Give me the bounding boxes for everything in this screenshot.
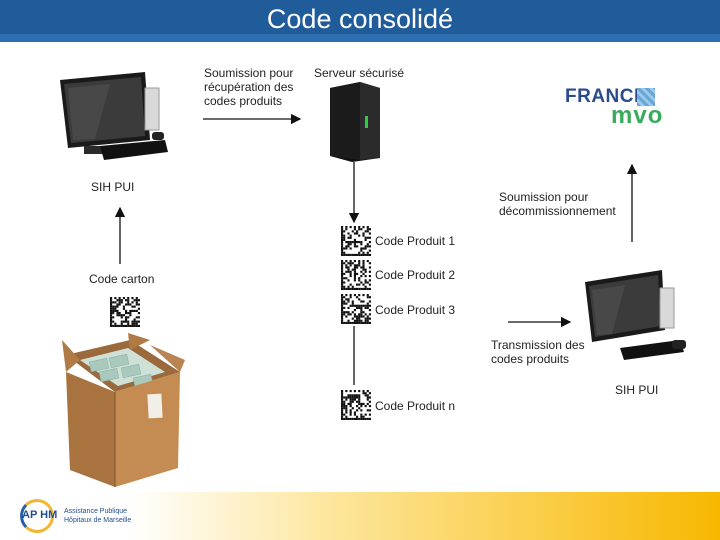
header-accent-bar	[0, 34, 720, 42]
label-sih-pui-top: SIH PUI	[91, 180, 135, 194]
france-mvo-flag-icon	[637, 88, 655, 106]
label-sih-pui-bottom: SIH PUI	[615, 383, 659, 397]
datamatrix-code-3-icon	[341, 294, 371, 324]
aphm-line1: Assistance Publique	[64, 508, 128, 515]
france-mvo-line2: mvo	[611, 102, 664, 129]
slide-title: Code consolidé	[266, 4, 454, 34]
label-code-produit-2: Code Produit 2	[375, 268, 456, 282]
label-code-carton: Code carton	[89, 272, 155, 286]
label-transmission: Transmission des codes produits	[491, 338, 585, 366]
datamatrix-code-2-icon	[341, 260, 371, 290]
label-submission-decommission: Soumission pour décommissionnement	[499, 190, 616, 218]
label-submission-retrieval: Soumission pour récupération des codes p…	[204, 66, 294, 108]
label-code-produit-1: Code Produit 1	[375, 234, 456, 248]
aphm-swirl-icon	[20, 499, 54, 533]
aphm-abbr: AP HM	[22, 509, 58, 521]
france-mvo-logo: FRANCE mvo	[565, 86, 685, 129]
datamatrix-carton-icon	[110, 297, 140, 327]
aphm-logo: AP HM Assistance Publique Hôpitaux de Ma…	[20, 497, 150, 537]
label-secure-server: Serveur sécurisé	[314, 66, 405, 80]
label-code-produit-3: Code Produit 3	[375, 303, 456, 317]
footer-band	[0, 492, 720, 540]
datamatrix-code-1-icon	[341, 226, 371, 256]
aphm-line2: Hôpitaux de Marseille	[64, 517, 132, 524]
datamatrix-code-n-icon	[341, 390, 371, 420]
france-mvo-line1: FRANCE	[565, 86, 648, 107]
label-code-produit-n: Code Produit n	[375, 399, 456, 413]
